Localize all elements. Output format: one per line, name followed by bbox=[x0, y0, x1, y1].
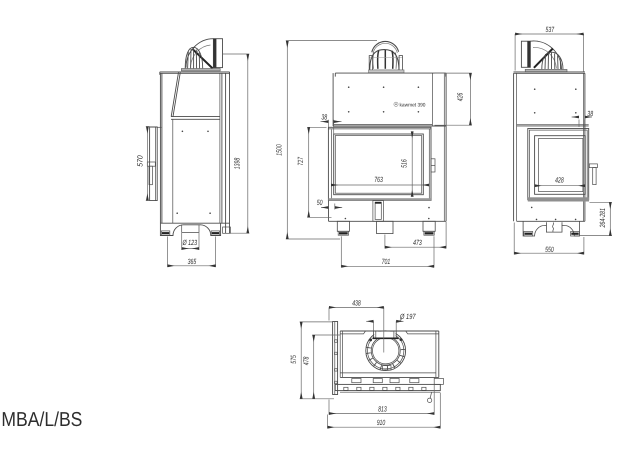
svg-text:701: 701 bbox=[382, 257, 391, 266]
svg-text:50: 50 bbox=[317, 198, 323, 207]
svg-text:264-281: 264-281 bbox=[598, 208, 607, 228]
svg-text:Ø 197: Ø 197 bbox=[399, 312, 416, 321]
svg-text:365: 365 bbox=[188, 257, 197, 266]
svg-text:1398: 1398 bbox=[233, 157, 242, 169]
svg-text:Ø 123: Ø 123 bbox=[182, 238, 198, 247]
svg-text:570: 570 bbox=[135, 155, 144, 167]
svg-text:516: 516 bbox=[400, 159, 409, 168]
svg-text:575: 575 bbox=[289, 355, 298, 364]
svg-text:MBA/L/BS: MBA/L/BS bbox=[1, 409, 82, 431]
svg-text:426: 426 bbox=[456, 92, 465, 101]
svg-text:550: 550 bbox=[545, 245, 554, 254]
svg-text:1500: 1500 bbox=[275, 144, 284, 156]
svg-text:473: 473 bbox=[413, 238, 422, 247]
svg-text:428: 428 bbox=[555, 176, 564, 185]
svg-text:727: 727 bbox=[296, 156, 305, 165]
svg-text:910: 910 bbox=[377, 418, 386, 427]
svg-text:438: 438 bbox=[352, 298, 361, 307]
svg-text:537: 537 bbox=[546, 25, 555, 34]
svg-text:763: 763 bbox=[374, 175, 383, 184]
svg-text:38: 38 bbox=[587, 109, 593, 118]
svg-text:478: 478 bbox=[301, 356, 310, 365]
svg-text:kawmet 390: kawmet 390 bbox=[400, 102, 426, 108]
svg-text:813: 813 bbox=[378, 404, 387, 413]
svg-text:38: 38 bbox=[321, 112, 327, 121]
